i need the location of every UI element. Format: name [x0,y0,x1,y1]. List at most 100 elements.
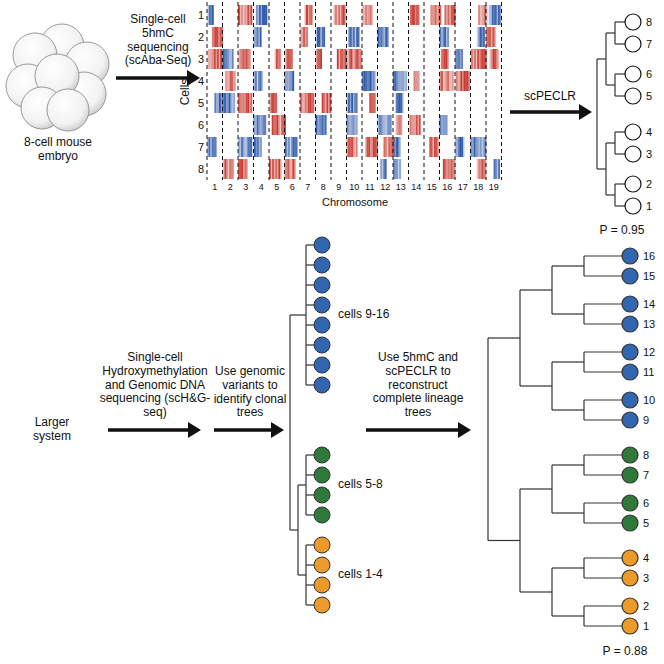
heatmap-bar [279,49,281,69]
leaf-number: 1 [646,200,652,212]
circle-shape [621,267,639,285]
tree-branch [290,529,298,530]
circle-outline [625,146,641,162]
chromosome-divider [207,2,208,180]
tree-branch [552,409,584,410]
chromosome-number: 6 [290,182,295,192]
heatmap-bar [387,27,389,47]
chromosome-number: 14 [411,182,421,192]
chromosome-divider [253,2,254,180]
circle-shape [621,597,639,615]
circle-outline [625,14,641,30]
chromosome-number: 8 [321,182,326,192]
leaf-circle: 7 [621,466,651,484]
chromosome-divider [455,2,456,180]
tree-branch [552,512,584,513]
leaf-circle: 8 [624,13,654,31]
tree-branch [615,43,625,44]
heatmap-bar [292,71,294,91]
leaf-circle: 2 [621,597,651,615]
step-label: Use 5hmC and scPECLR to reconstruct comp… [368,351,468,420]
heatmap-bar [393,137,395,157]
tree-branch [584,605,622,606]
tree-branch [584,399,622,400]
cell-circle [314,257,330,273]
tree-branch [552,265,584,266]
chromosome-divider [331,2,332,180]
tree-branch [584,502,622,503]
circle-shape [624,123,642,141]
heatmap-bar [418,5,420,25]
leaf-number: 16 [643,250,655,262]
chromosome-number: 2 [228,182,233,192]
circle-shape [624,65,642,83]
heatmap-bar [291,49,293,69]
leaf-number: 5 [643,517,649,529]
tree-branch [306,584,314,585]
cell-circle [314,467,330,483]
circle-shape [624,197,642,215]
tree-branch [615,95,625,96]
leaf-circle: 1 [621,617,651,635]
circle-shape [621,411,639,429]
cell-circle [314,377,330,393]
tree-branch [584,275,622,276]
leaf-circle: 7 [624,35,654,53]
circle-shape [621,343,639,361]
leaf-circle: 14 [621,295,657,313]
circle-shape [621,549,639,567]
circle-outline [622,618,638,634]
heatmap-bar [264,115,266,135]
circle-outline [625,36,641,52]
heatmap-bar [215,137,217,157]
tree-branch [606,84,615,85]
chromosome-divider [346,2,347,180]
tree-branch [615,131,625,132]
heatmap-bar [400,115,402,135]
leaf-number: 1 [643,620,649,632]
tree-branch [584,303,622,304]
clone-cells [314,237,330,613]
tree-branch [520,385,552,386]
leaf-number: 7 [646,38,652,50]
heatmap-bar [325,115,327,135]
heatmap-bar [405,71,407,91]
tree-branch [306,384,314,385]
tree-branch [488,337,520,338]
circle-outline [622,344,638,360]
tree-branch [487,338,488,541]
heatmap-bar [418,71,420,91]
chromosome-divider [424,2,425,180]
chromosome-number: 5 [274,182,279,192]
leaf-circle: 13 [621,315,657,333]
leaf-number: 4 [646,126,652,138]
heatmap-bar [356,93,358,113]
heatmap-bar [399,137,401,157]
cell-circle [314,577,330,593]
circle-shape [624,13,642,31]
heatmap-bar [280,159,282,179]
leaf-circle: 4 [621,549,651,567]
chromosome-divider [315,2,316,180]
cell-circle [314,597,330,613]
circle-outline [622,467,638,483]
row-number: 4 [198,75,204,88]
chromosome-number: 3 [243,182,248,192]
leaf-number: 13 [643,318,655,330]
heatmap-bar [463,137,465,157]
leaf-number: 4 [643,552,649,564]
row-number: 6 [198,119,204,132]
tree-branch [606,142,615,143]
heatmap-bar [497,49,499,69]
tree-branch [552,361,584,362]
chromosome-divider [362,2,363,180]
circle-shape [621,363,639,381]
p-value: P = 0.95 [600,224,645,238]
cell-circle [314,337,330,353]
chromosome-number: 16 [442,182,452,192]
heatmap-bar [232,49,234,69]
tree-branch [597,58,606,59]
row-number: 3 [198,53,204,66]
leaf-number: 2 [646,178,652,190]
